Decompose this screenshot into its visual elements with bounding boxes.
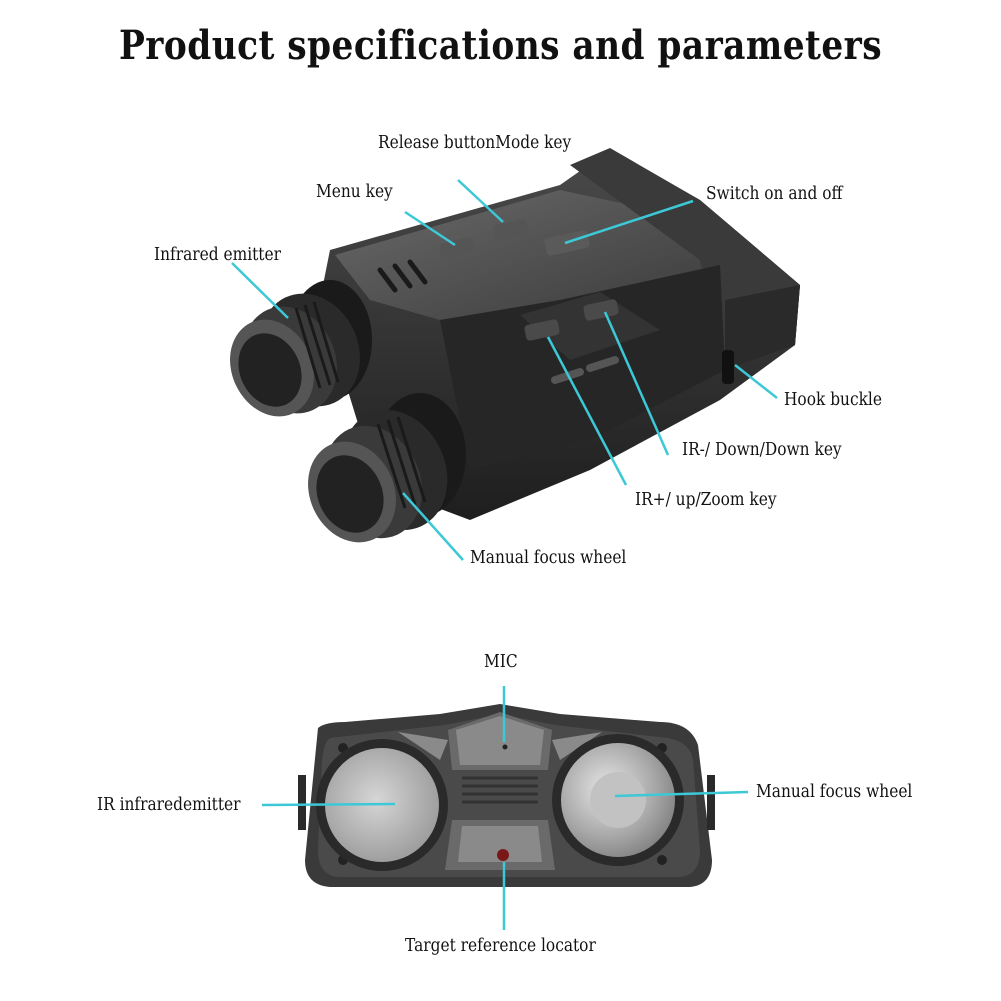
binocular-top-view xyxy=(230,148,800,543)
page-title: Product specifications and parameters xyxy=(118,22,883,69)
manual-focus-wheel-label: Manual focus wheel xyxy=(470,548,627,568)
mic-label: MIC xyxy=(484,652,518,672)
ir-emitter-label: IR infraredemitter xyxy=(97,795,241,815)
target-locator-label: Target reference locator xyxy=(405,936,596,956)
binocular-front-view xyxy=(298,704,715,887)
menu-key-label: Menu key xyxy=(316,182,393,202)
infrared-emitter-label: Infrared emitter xyxy=(154,245,281,265)
top-leader-lines xyxy=(231,179,778,561)
switch-label: Switch on and off xyxy=(706,184,843,204)
hook-buckle-label: Hook buckle xyxy=(784,390,882,410)
front-leader-lines xyxy=(261,686,749,930)
release-button-label: Release button xyxy=(378,133,496,153)
release-mode-key-label: Release buttonMode key xyxy=(378,133,571,153)
front-manual-focus-label: Manual focus wheel xyxy=(756,782,913,802)
ir-minus-label: IR-/ Down/Down key xyxy=(682,440,842,460)
mode-key-label: Mode key xyxy=(495,133,572,153)
ir-plus-label: IR+/ up/Zoom key xyxy=(635,490,777,510)
